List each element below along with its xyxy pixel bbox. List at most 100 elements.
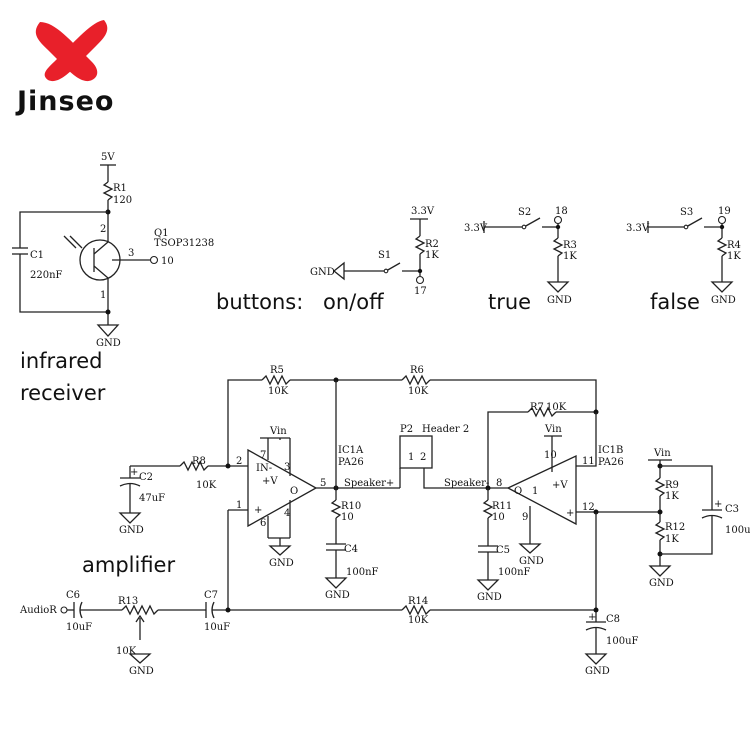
c5-value: 100nF xyxy=(498,567,531,578)
r7-label: R7 xyxy=(530,402,544,413)
r13-potentiometer xyxy=(121,604,159,616)
buttons-circuit: buttons: on/off true false GND S1 3.3V R… xyxy=(216,206,741,314)
q1-light-arrows-icon xyxy=(63,235,83,249)
r10-resistor xyxy=(330,499,342,519)
s1-pin-label: 17 xyxy=(414,286,427,297)
ic1a-vin: Vin xyxy=(269,426,287,437)
ir-vcc-label: 5V xyxy=(101,152,115,163)
r14-label: R14 xyxy=(408,596,428,607)
r5-resistor xyxy=(261,374,291,386)
c8-gnd-symbol xyxy=(584,653,608,665)
r6-value: 10K xyxy=(408,386,429,397)
c4-gnd-label: GND xyxy=(325,590,350,601)
c3-gnd-symbol xyxy=(648,565,672,577)
ic1b-gnd-symbol xyxy=(518,543,542,554)
q1-pin3: 3 xyxy=(128,248,134,259)
r13-gnd-symbol xyxy=(128,653,152,664)
c6-label: C6 xyxy=(66,590,80,601)
c4-value: 100nF xyxy=(346,567,379,578)
s3-switch xyxy=(685,217,703,228)
r1-resistor xyxy=(102,181,114,201)
s2-gnd-label: GND xyxy=(547,295,572,306)
s1-switch xyxy=(385,262,401,272)
r11-value: 10 xyxy=(492,512,505,523)
c2-plate-bottom xyxy=(119,482,141,487)
ic1b-part: PA26 xyxy=(598,457,624,468)
ir-receiver-circuit: 5V R1 120 C1 220nF 2 3 1 Q1 TSOP31238 10… xyxy=(12,152,214,405)
ic1b-pin8: 8 xyxy=(496,478,502,489)
s3-label: S3 xyxy=(680,207,693,218)
ir-gnd-label: GND xyxy=(96,338,121,349)
s2-label: S2 xyxy=(518,207,531,218)
s3-gnd-label: GND xyxy=(711,295,736,306)
c6-value: 10uF xyxy=(66,622,92,633)
r12-label: R12 xyxy=(665,522,685,533)
s2-switch xyxy=(523,217,541,228)
q1-pin2: 2 xyxy=(100,224,106,235)
c3-plus: + xyxy=(714,499,722,510)
ic1a-plus-in: + xyxy=(254,505,262,516)
q1-out-pin-label: 10 xyxy=(161,256,174,267)
c8-gnd-label: GND xyxy=(585,666,610,677)
r2-value: 1K xyxy=(425,250,439,261)
brand-logo: Jinseo xyxy=(15,20,114,117)
s1-vcc-label: 3.3V xyxy=(411,206,435,217)
r14-value: 10K xyxy=(408,615,429,626)
r3-label: R3 xyxy=(563,240,577,251)
c4-label: C4 xyxy=(344,544,358,555)
ic1a-pin7: 7 xyxy=(260,450,266,461)
r12-resistor xyxy=(654,521,666,541)
q1-part: TSOP31238 xyxy=(154,238,214,249)
r4-value: 1K xyxy=(727,251,741,262)
c1-label: C1 xyxy=(30,250,44,261)
ic1b-pin12: 12 xyxy=(582,502,595,513)
c2-label: C2 xyxy=(139,472,153,483)
c2-gnd-symbol xyxy=(118,512,142,524)
r4-label: R4 xyxy=(727,240,741,251)
c1-value: 220nF xyxy=(30,270,63,281)
ic1a-pin6: 6 xyxy=(260,518,266,529)
c5-gnd-symbol xyxy=(476,579,500,591)
c4-gnd-symbol xyxy=(324,577,348,589)
label-buttons: buttons: xyxy=(216,290,303,314)
brand-name: Jinseo xyxy=(15,86,114,117)
r10-value: 10 xyxy=(341,512,354,523)
ic1b-vin: Vin xyxy=(544,424,562,435)
ic1a-plus-v: +V xyxy=(262,476,278,487)
s1-out-pin xyxy=(415,275,425,285)
s1-gnd-label: GND xyxy=(310,267,335,278)
s2-vcc-label: 3.3V xyxy=(464,223,488,234)
amplifier-circuit: amplifier R5 10K R6 10K R7 10K R8 10K + … xyxy=(19,365,750,677)
s2-pin-label: 18 xyxy=(555,206,568,217)
r8-label: R8 xyxy=(192,456,206,467)
speaker-minus-label: Speaker- xyxy=(444,478,489,489)
audio-input-label: AudioR xyxy=(19,605,57,616)
ic1b-opamp xyxy=(506,454,577,526)
label-false: false xyxy=(650,290,700,314)
s2-gnd-symbol xyxy=(546,281,570,293)
ic1a-gnd-symbol xyxy=(268,545,292,556)
ic1b-pin9: 9 xyxy=(522,512,528,523)
r2-resistor xyxy=(414,235,426,255)
s3-vcc-label: 3.3V xyxy=(626,223,650,234)
r6-resistor xyxy=(401,374,431,386)
ir-gnd-symbol xyxy=(96,324,120,337)
ic1b-gnd-label: GND xyxy=(519,556,544,567)
s2-out-pin xyxy=(553,215,563,225)
s3-pin-label: 19 xyxy=(718,206,731,217)
r9-value: 1K xyxy=(665,491,679,502)
p2-header xyxy=(399,435,433,469)
q1-label: Q1 xyxy=(154,228,169,239)
p2-label: P2 xyxy=(400,424,413,435)
r9-label: R9 xyxy=(665,480,679,491)
r3-resistor xyxy=(552,237,564,257)
c2-plus: + xyxy=(130,467,138,478)
ic1a-label: IC1A xyxy=(338,445,364,456)
s1-gnd-symbol xyxy=(332,261,345,281)
speaker-plus-label: Speaker+ xyxy=(344,478,394,489)
r8-resistor xyxy=(179,460,209,472)
c8-value: 100uF xyxy=(606,636,639,647)
label-true: true xyxy=(488,290,531,314)
ic1a-part: PA26 xyxy=(338,457,364,468)
r1-value: 120 xyxy=(113,195,132,206)
